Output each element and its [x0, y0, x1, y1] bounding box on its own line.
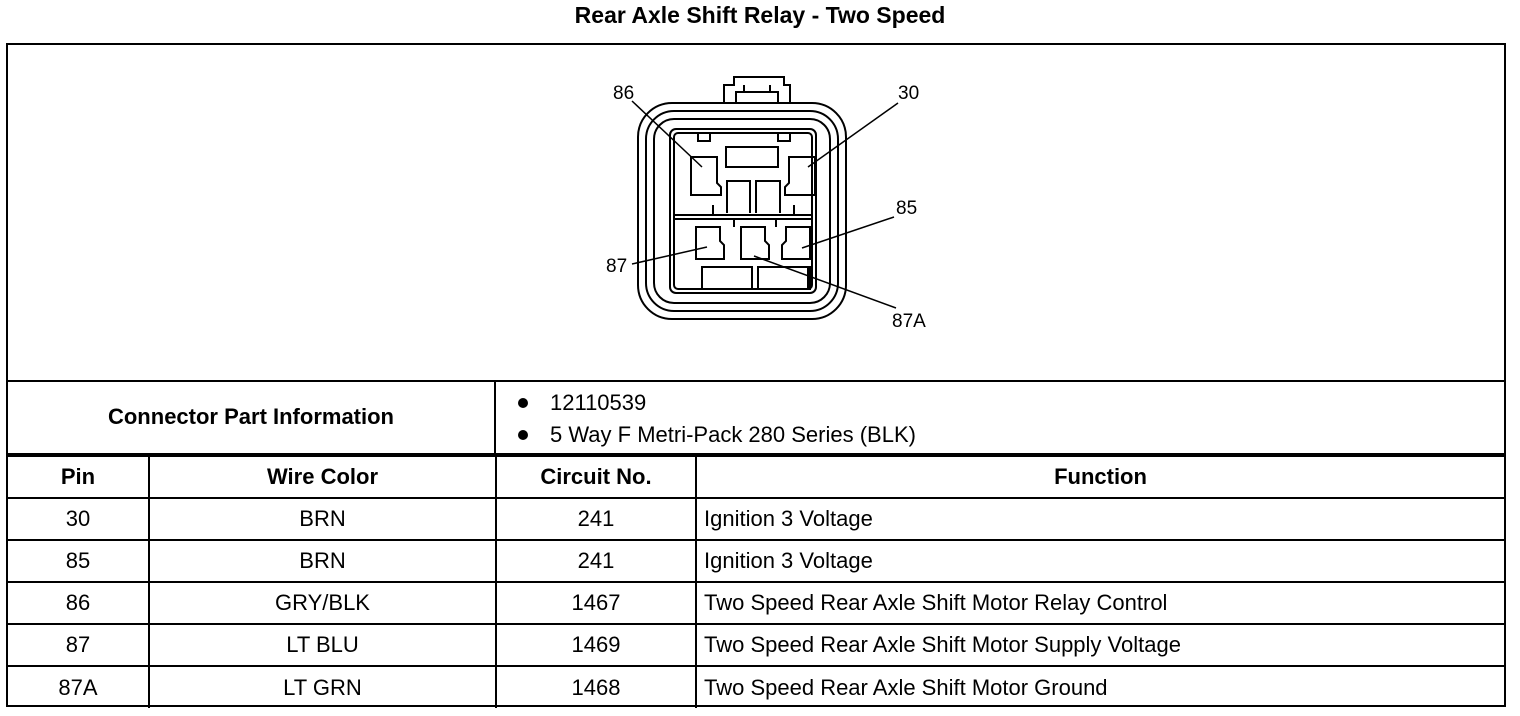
cell-wire-color: GRY/BLK	[148, 581, 497, 625]
table-row: 86 GRY/BLK 1467 Two Speed Rear Axle Shif…	[8, 581, 1504, 625]
connector-face-drawing: 86 30 85 87 87A	[606, 76, 926, 332]
part-number: 12110539	[550, 390, 647, 415]
header-wire-color: Wire Color	[148, 455, 497, 499]
connector-description: 5 Way F Metri-Pack 280 Series (BLK)	[550, 422, 916, 447]
cell-function: Two Speed Rear Axle Shift Motor Supply V…	[695, 623, 1504, 667]
pin-label-86: 86	[613, 83, 634, 104]
page-title: Rear Axle Shift Relay - Two Speed	[574, 2, 946, 28]
cell-wire-color: BRN	[148, 497, 497, 541]
pin-label-85: 85	[896, 198, 917, 219]
cell-pin: 85	[8, 539, 150, 583]
pin-label-30: 30	[898, 83, 919, 104]
cell-circuit: 241	[495, 539, 697, 583]
cell-circuit: 1467	[495, 581, 697, 625]
cell-function: Ignition 3 Voltage	[695, 497, 1504, 541]
bullet-icon	[518, 430, 528, 440]
connector-part-info-label: Connector Part Information	[8, 380, 496, 453]
cell-pin: 86	[8, 581, 150, 625]
table-row: 85 BRN 241 Ignition 3 Voltage	[8, 539, 1504, 583]
connector-part-info-values: 12110539 5 Way F Metri-Pack 280 Series (…	[496, 380, 1504, 453]
part-number-item: 12110539	[518, 390, 646, 416]
bullet-icon	[518, 398, 528, 408]
cell-pin: 87	[8, 623, 150, 667]
pin-label-87a: 87A	[892, 311, 926, 332]
cell-pin: 30	[8, 497, 150, 541]
cell-pin: 87A	[8, 665, 150, 708]
pin-label-87: 87	[606, 256, 627, 277]
cell-wire-color: BRN	[148, 539, 497, 583]
cell-function: Two Speed Rear Axle Shift Motor Ground	[695, 665, 1504, 708]
cell-circuit: 241	[495, 497, 697, 541]
connector-frame: 86 30 85 87 87A Connector Part Informati…	[6, 43, 1506, 708]
cell-wire-color: LT BLU	[148, 623, 497, 667]
header-function: Function	[695, 455, 1504, 499]
table-row: 30 BRN 241 Ignition 3 Voltage	[8, 497, 1504, 541]
cell-circuit: 1468	[495, 665, 697, 708]
pin-table: Pin Wire Color Circuit No. Function 30 B…	[8, 455, 1504, 708]
connector-diagram: 86 30 85 87 87A	[8, 45, 1504, 382]
cell-function: Ignition 3 Voltage	[695, 539, 1504, 583]
pin-table-header: Pin Wire Color Circuit No. Function	[8, 455, 1504, 499]
table-row: 87 LT BLU 1469 Two Speed Rear Axle Shift…	[8, 623, 1504, 667]
cell-function: Two Speed Rear Axle Shift Motor Relay Co…	[695, 581, 1504, 625]
table-row: 87A LT GRN 1468 Two Speed Rear Axle Shif…	[8, 665, 1504, 708]
cell-circuit: 1469	[495, 623, 697, 667]
cell-wire-color: LT GRN	[148, 665, 497, 708]
header-pin: Pin	[8, 455, 150, 499]
connector-description-item: 5 Way F Metri-Pack 280 Series (BLK)	[518, 422, 916, 448]
header-circuit-no: Circuit No.	[495, 455, 697, 499]
connector-part-info: Connector Part Information 12110539 5 Wa…	[8, 380, 1504, 455]
